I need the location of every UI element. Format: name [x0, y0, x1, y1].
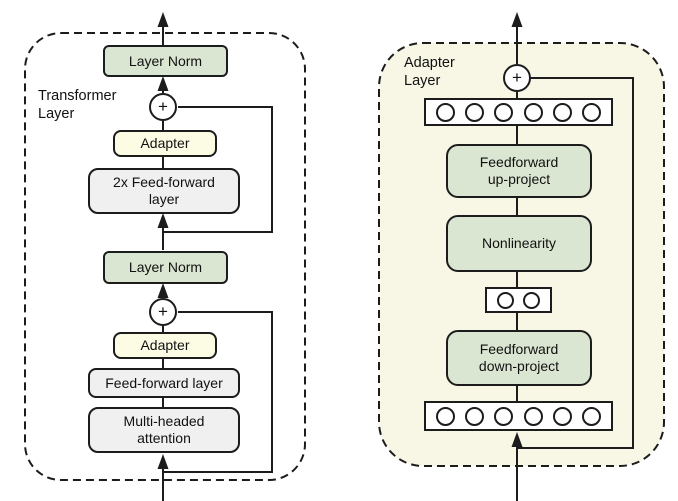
layer-norm-bottom-block: Layer Norm	[103, 251, 228, 284]
feedforward-down-project-block: Feedforward down-project	[446, 330, 592, 386]
add-node-lower: +	[149, 298, 177, 326]
unit-row-bottleneck	[485, 287, 552, 313]
arrowhead-left-output	[157, 12, 169, 27]
unit-circle	[494, 102, 514, 122]
residual-wire-lower	[163, 311, 273, 473]
arrowhead-into-attention	[157, 454, 169, 469]
unit-circle	[523, 291, 541, 309]
layer-norm-top-block: Layer Norm	[103, 45, 228, 77]
unit-circle	[465, 102, 485, 122]
unit-circle	[523, 406, 543, 426]
residual-wire-upper	[163, 106, 273, 233]
arrowhead-into-layernorm-bottom	[157, 283, 169, 298]
arrowhead-into-feedforward-2x	[157, 213, 169, 228]
transformer-layer-boundary	[24, 32, 306, 481]
unit-row-bottom	[424, 401, 613, 431]
feedforward-up-project-block: Feedforward up-project	[446, 144, 592, 198]
unit-circle	[496, 291, 514, 309]
transformer-layer-label: Transformer Layer	[38, 88, 117, 123]
unit-circle	[436, 102, 456, 122]
arrowhead-into-layernorm-top	[157, 76, 169, 91]
unit-circle	[436, 406, 456, 426]
add-node-adapter: +	[503, 64, 531, 92]
unit-circle	[552, 406, 572, 426]
unit-circle	[581, 406, 601, 426]
adapter-bottom-block: Adapter	[113, 332, 217, 359]
feedforward-layer-block: Feed-forward layer	[88, 368, 240, 398]
adapter-layer-label: Adapter Layer	[404, 55, 455, 90]
multi-headed-attention-block: Multi-headed attention	[88, 407, 240, 453]
unit-row-top	[424, 98, 613, 126]
unit-circle	[552, 102, 572, 122]
unit-circle	[523, 102, 543, 122]
feedforward-2x-block: 2x Feed-forward layer	[88, 168, 240, 214]
adapter-skip-wire	[517, 77, 634, 449]
unit-circle	[494, 406, 514, 426]
unit-circle	[465, 406, 485, 426]
unit-circle	[581, 102, 601, 122]
nonlinearity-block: Nonlinearity	[446, 215, 592, 272]
arrowhead-right-output	[511, 12, 523, 27]
arrowhead-into-bottom-units	[511, 432, 523, 447]
adapter-top-block: Adapter	[113, 130, 217, 157]
add-node-upper: +	[149, 93, 177, 121]
